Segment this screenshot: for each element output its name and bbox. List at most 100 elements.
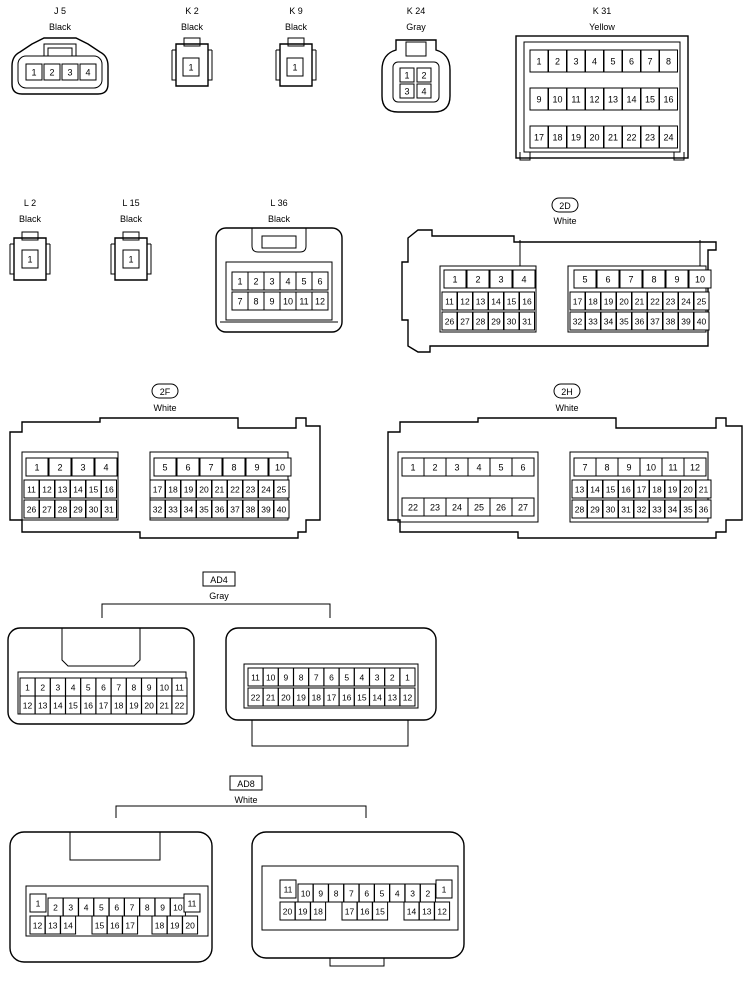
- pin-label: 7: [116, 683, 121, 693]
- pin-ad8_left-11: 11: [183, 893, 201, 913]
- pin-label: 31: [621, 505, 631, 515]
- pin-ad8_left-20: 20: [182, 915, 199, 935]
- pin-label: 11: [27, 485, 36, 495]
- connector-ad8-code-box: [229, 775, 263, 791]
- pin-c2f-23: 23: [242, 479, 259, 499]
- pin-c2f-20: 20: [196, 479, 212, 499]
- pin-label: 2: [426, 889, 431, 899]
- pin-k31-3: 3: [566, 49, 586, 73]
- pin-cell: [101, 499, 117, 519]
- pin-k31-13: 13: [603, 87, 623, 111]
- pin-ad4_left-7: 7: [110, 677, 127, 697]
- pin-label: 5: [301, 277, 306, 287]
- pin-l36-9: 9: [263, 291, 281, 311]
- pin-ad4_right-13: 13: [384, 687, 401, 707]
- pin-ad8_left-10: 10: [169, 897, 186, 917]
- pin-k31-6: 6: [622, 49, 641, 73]
- pin-label: 8: [666, 57, 671, 67]
- pin-label: 22: [175, 701, 185, 711]
- connector-ad4-color: Gray: [209, 591, 229, 601]
- pin-label: 5: [380, 889, 385, 899]
- pin-ad8_left-14: 14: [60, 915, 77, 935]
- pin-ad4_right-12: 12: [399, 687, 416, 707]
- pin-label: 8: [334, 889, 339, 899]
- pin-cell: [25, 63, 43, 81]
- pin-label: 1: [452, 275, 457, 285]
- pin-label: 26: [27, 505, 37, 515]
- pin-ad8_left-19: 19: [166, 915, 183, 935]
- pin-k31-21: 21: [603, 125, 623, 149]
- pin-c2f-9: 9: [245, 457, 269, 477]
- pin-label: 7: [628, 275, 633, 285]
- pin-c2f-6: 6: [176, 457, 200, 477]
- pin-l2-1: 1: [21, 249, 39, 269]
- connector-k2-color: Black: [181, 22, 204, 32]
- connector-2d-color: White: [553, 216, 576, 226]
- pin-label: 12: [23, 701, 33, 711]
- pin-label: 26: [445, 317, 455, 327]
- pin-label: 17: [637, 485, 647, 495]
- pin-cell: [222, 457, 246, 477]
- pin-label: 7: [208, 463, 213, 473]
- pin-label: 19: [668, 485, 678, 495]
- pin-k31-12: 12: [585, 87, 604, 111]
- pin-ad4_left-3: 3: [49, 677, 66, 697]
- pin-label: 19: [298, 907, 308, 917]
- pin-ad8_right-9: 9: [312, 883, 329, 903]
- pin-cell: [199, 457, 223, 477]
- pin-label: 2: [253, 277, 258, 287]
- pin-cell: [286, 57, 304, 77]
- pin-c2h-20: 20: [680, 479, 696, 499]
- pin-label: 10: [695, 275, 705, 285]
- pin-cell: [512, 269, 536, 289]
- pin-c2f-39: 39: [258, 499, 274, 519]
- pin-label: 16: [342, 693, 352, 703]
- pin-ad8_right-17: 17: [341, 901, 358, 921]
- connector-2d-code: 2D: [559, 201, 571, 211]
- pin-j5-1: 1: [25, 63, 43, 81]
- pin-l36-6: 6: [311, 271, 329, 291]
- pin-label: 12: [42, 485, 52, 495]
- pin-c2f-27: 27: [39, 499, 55, 519]
- pin-label: 1: [410, 463, 415, 473]
- pin-cell: [101, 479, 117, 499]
- pin-label: 24: [681, 297, 691, 307]
- pin-label: 3: [269, 277, 274, 287]
- pin-c2f-34: 34: [180, 499, 197, 519]
- connector-k31-color: Yellow: [589, 22, 615, 32]
- pin-label: 6: [185, 463, 190, 473]
- pin-ad4_right-15: 15: [353, 687, 370, 707]
- pin-c2d-14: 14: [488, 291, 504, 311]
- connector-k24-housing: [381, 39, 451, 113]
- connector-l2: L 2 Black: [9, 198, 51, 281]
- pin-c2h-4: 4: [467, 457, 491, 477]
- connector-ad8-right-foot: [329, 958, 385, 967]
- connector-k9-code: K 9: [289, 6, 303, 16]
- pin-c2d-13: 13: [472, 291, 489, 311]
- connector-ad4-left-latch: [61, 628, 141, 667]
- pin-k31-24: 24: [659, 125, 678, 149]
- pin-label: 10: [266, 673, 276, 683]
- pin-cell: [61, 63, 79, 81]
- pin-c2f-37: 37: [227, 499, 243, 519]
- pin-label: 15: [507, 297, 517, 307]
- pin-label: 6: [520, 463, 525, 473]
- pin-c2d-37: 37: [647, 311, 663, 331]
- pin-k31-14: 14: [622, 87, 641, 111]
- pin-ad8_right-13: 13: [418, 901, 435, 921]
- pin-label: 12: [33, 921, 43, 931]
- pin-ad8_right-11: 11: [279, 879, 297, 899]
- pin-label: 4: [85, 68, 90, 78]
- pin-c2d-40: 40: [693, 311, 710, 331]
- connector-l15-code: L 15: [122, 198, 139, 208]
- pin-label: 9: [284, 673, 289, 683]
- pin-label: 6: [317, 277, 322, 287]
- pin-label: 24: [261, 485, 271, 495]
- pin-c2h-13: 13: [571, 479, 588, 499]
- pin-ad4_right-9: 9: [277, 667, 294, 687]
- pin-k31-1: 1: [529, 49, 549, 73]
- pin-label: 1: [34, 463, 39, 473]
- pin-c2f-17: 17: [149, 479, 166, 499]
- pin-k31-4: 4: [585, 49, 604, 73]
